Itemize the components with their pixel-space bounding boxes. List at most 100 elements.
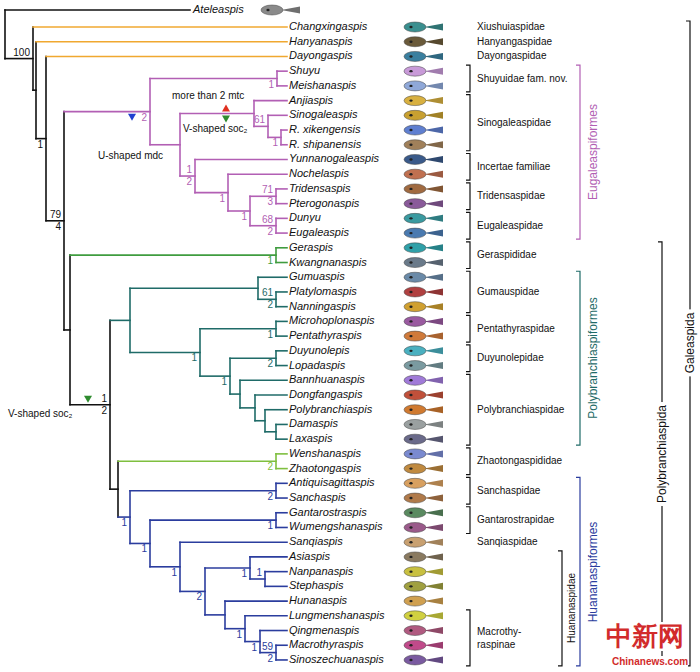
tree-branch	[205, 614, 225, 616]
fish-shield	[404, 184, 426, 194]
taxon-name: Nanpanaspis	[289, 565, 353, 579]
fish-icon	[404, 81, 443, 91]
support-value: 71	[262, 185, 273, 195]
taxon-name: Damaspis	[289, 418, 338, 432]
fish-icon	[404, 199, 443, 209]
fish-tail	[424, 377, 443, 384]
fish-shield	[404, 110, 426, 120]
fish-shield	[404, 552, 426, 562]
tree-branch	[264, 572, 266, 587]
tree-branch	[276, 218, 287, 220]
tree-branch	[276, 365, 287, 367]
fish-eye	[409, 600, 412, 602]
tree-branch	[199, 329, 201, 376]
tree-branch	[276, 291, 287, 293]
family-name: Eugaleaspidae	[477, 219, 543, 232]
support-value: 61	[254, 115, 265, 125]
fish-eye	[409, 173, 412, 175]
tree-branch	[265, 571, 287, 573]
tree-branch	[180, 541, 287, 543]
taxon-name: Polybranchiaspis	[289, 403, 372, 417]
support-value: 1	[121, 518, 127, 528]
fish-tail	[424, 185, 443, 192]
tree-branch	[255, 394, 287, 396]
family-name: Sinogaleaspidae	[477, 116, 551, 129]
fish-icon	[404, 258, 443, 268]
fish-tail	[424, 333, 443, 340]
tree-branch	[150, 144, 180, 146]
tree-branch	[194, 159, 196, 192]
tree-branch	[250, 556, 287, 558]
fish-shield	[404, 51, 426, 61]
fish-eye	[409, 305, 412, 307]
fish-icon	[404, 125, 443, 135]
taxon-name: Bannhuanaspis	[289, 373, 365, 387]
tree-branch	[276, 335, 287, 337]
bracket	[466, 374, 470, 445]
fish-tail	[424, 215, 443, 222]
fish-shield	[404, 434, 426, 444]
fish-tail	[424, 392, 443, 399]
bracket	[466, 477, 470, 504]
taxon-name: Kwangnanaspis	[289, 256, 367, 270]
taxon-name: Meishanaspis	[289, 79, 356, 93]
fish-eye	[409, 570, 412, 572]
fish-shield	[404, 478, 426, 488]
bracket	[576, 271, 580, 445]
taxon-name: Wumengshanaspis	[289, 521, 383, 535]
fish-tail	[424, 509, 443, 516]
tree-branch	[276, 71, 278, 86]
fish-icon	[404, 184, 443, 194]
clade-name: Eugaleaspiformes	[586, 104, 601, 200]
fish-eye	[409, 526, 412, 528]
tree-branch	[130, 543, 150, 545]
tree-branch	[275, 645, 277, 660]
fish-tail	[424, 450, 443, 457]
tree-branch	[200, 328, 276, 330]
tree-branch	[130, 490, 276, 492]
fish-tail	[281, 7, 300, 14]
fish-tail	[424, 362, 443, 369]
fish-tail	[424, 82, 443, 89]
tree-branch	[276, 424, 287, 426]
clade-name: Polybranchiaspiformes	[586, 297, 601, 418]
fish-icon	[404, 375, 443, 385]
fish-tail	[424, 553, 443, 560]
tree-branch	[281, 144, 287, 146]
bracket	[466, 448, 470, 475]
taxon-name: Nanningaspis	[289, 300, 356, 314]
tree-branch	[276, 247, 287, 249]
fish-icon	[404, 508, 443, 518]
taxon-name: Changxingaspis	[289, 20, 367, 34]
tree-branch	[64, 329, 70, 331]
fish-shield	[404, 302, 426, 312]
fish-shield	[404, 346, 426, 356]
taxon-name: Qingmenaspis	[289, 624, 359, 638]
character-marker	[84, 396, 92, 403]
fish-shield	[404, 405, 426, 415]
clade-name: Huananaspiformes	[586, 521, 601, 622]
tree-branch	[130, 352, 200, 354]
fish-eye	[409, 453, 412, 455]
support-value: 2	[267, 359, 273, 369]
tree-branch	[63, 112, 65, 330]
character-marker	[128, 114, 136, 121]
taxon-name: Sinogaleaspis	[289, 108, 358, 122]
tree-branch	[204, 568, 206, 615]
fish-icon	[404, 37, 443, 47]
support-value: 1	[267, 521, 273, 531]
support-value: 1	[267, 330, 273, 340]
fish-icon	[404, 96, 443, 106]
taxon-name: Hanyanaspis	[289, 35, 353, 49]
tree-branch	[255, 420, 265, 422]
tree-branch	[149, 520, 151, 567]
fish-shield	[404, 37, 426, 47]
fish-tail	[424, 127, 443, 134]
support-value: 4	[55, 222, 61, 232]
tree-branch	[275, 454, 277, 469]
tree-branch	[129, 491, 131, 544]
support-value: 61	[262, 288, 273, 298]
tree-branch	[225, 600, 287, 602]
support-value: 1	[241, 212, 247, 222]
taxon-name: Stephaspis	[289, 579, 343, 593]
